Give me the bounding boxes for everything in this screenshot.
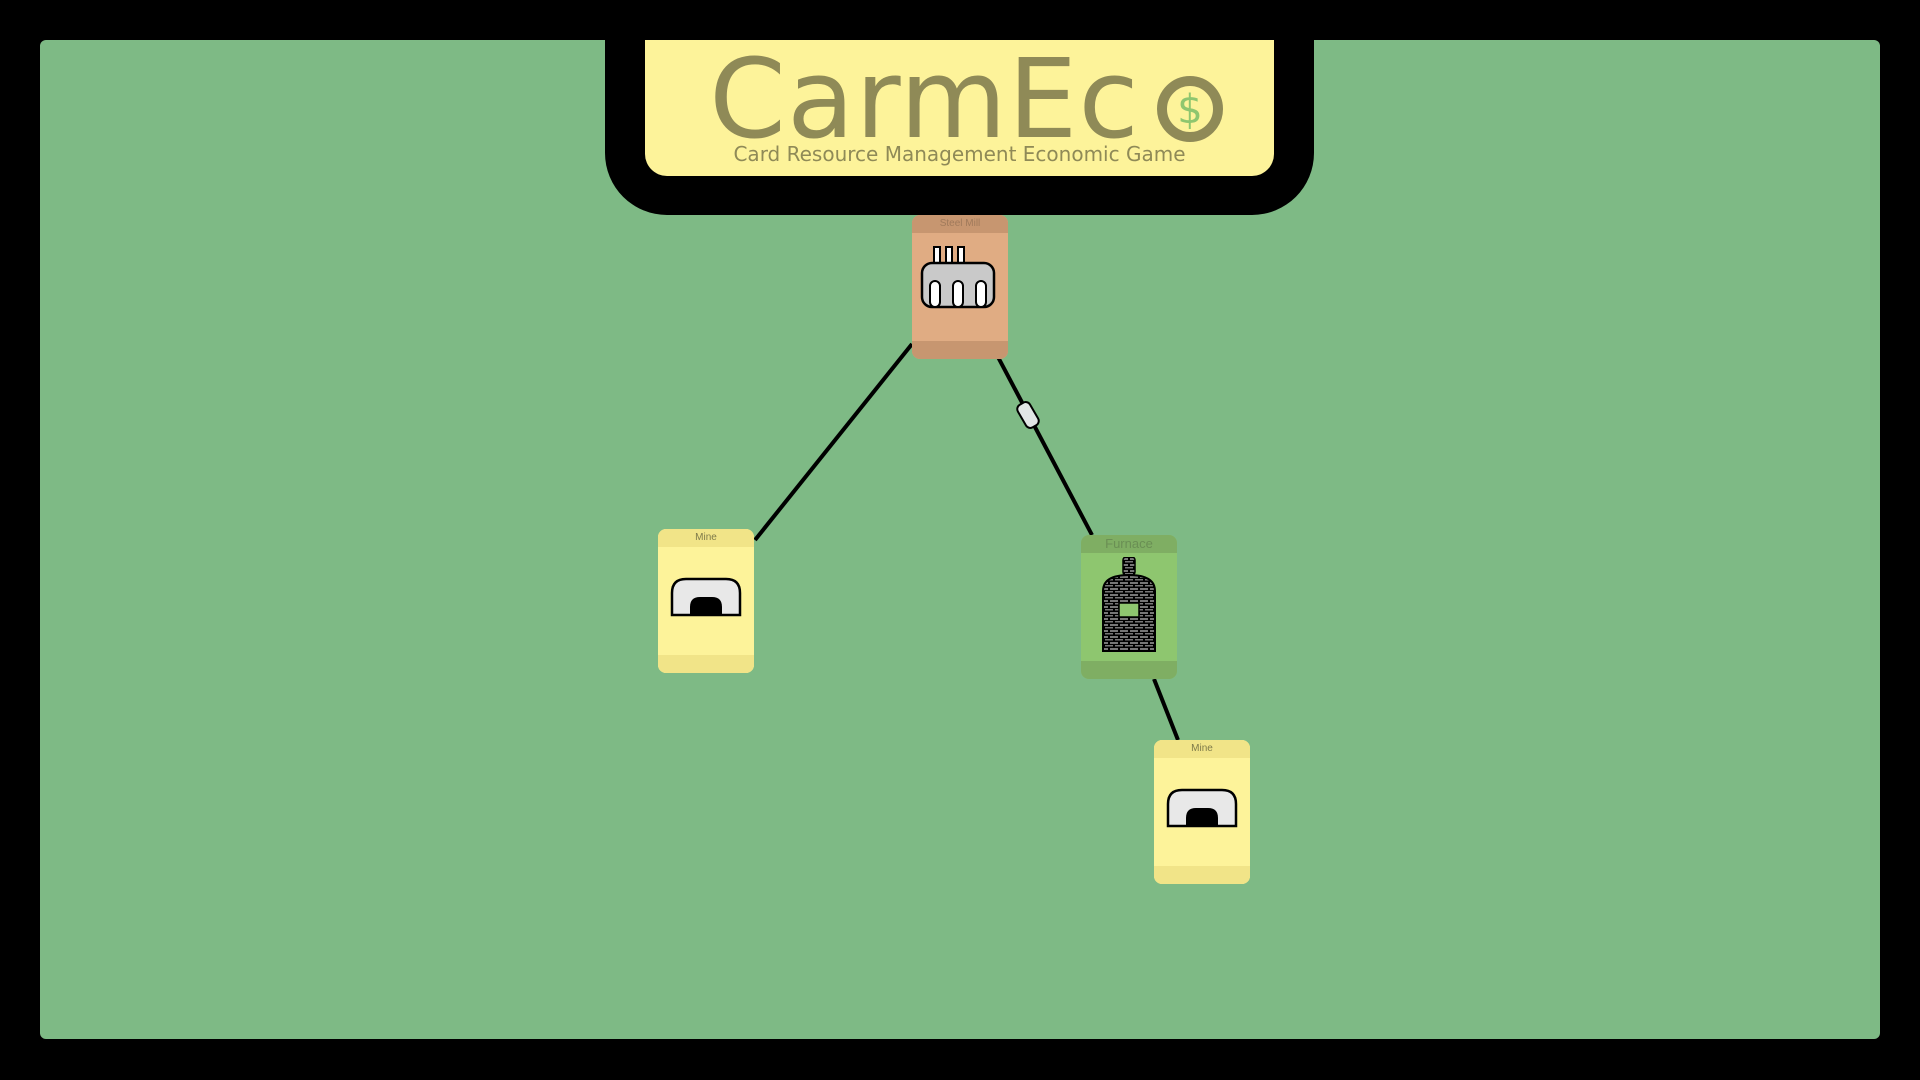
mine-tunnel-icon xyxy=(1166,788,1238,828)
card-footer xyxy=(912,341,1008,359)
brick-furnace-icon xyxy=(1102,557,1156,652)
card-footer xyxy=(1081,661,1177,679)
card-title: Mine xyxy=(1154,740,1250,758)
mine-card[interactable]: Mine xyxy=(658,529,754,673)
card-title: Furnace xyxy=(1081,535,1177,553)
link-furnace-to-mine[interactable] xyxy=(1152,678,1180,741)
game-logo: CarmEc xyxy=(645,34,1274,164)
game-subtitle: Card Resource Management Economic Game xyxy=(733,142,1186,166)
card-title: Mine xyxy=(658,529,754,547)
connector-node-icon[interactable] xyxy=(1015,400,1040,430)
card-footer xyxy=(1154,866,1250,884)
furnace-card[interactable]: Furnace xyxy=(1081,535,1177,679)
logo-text: CarmEc xyxy=(709,35,1140,163)
mine-tunnel-icon xyxy=(670,577,742,617)
mine-card[interactable]: Mine xyxy=(1154,740,1250,884)
card-footer xyxy=(658,655,754,673)
title-panel: CarmEc $ Card Resource Management Econom… xyxy=(645,35,1274,176)
coin-icon: $ xyxy=(1157,76,1223,142)
steel-mill-card[interactable]: Steel Mill xyxy=(912,215,1008,359)
coin-symbol: $ xyxy=(1177,87,1202,133)
link-mill-to-furnace[interactable] xyxy=(996,356,1094,536)
card-title: Steel Mill xyxy=(912,215,1008,233)
factory-icon xyxy=(920,246,996,309)
link-mill-to-mine[interactable] xyxy=(753,342,914,542)
